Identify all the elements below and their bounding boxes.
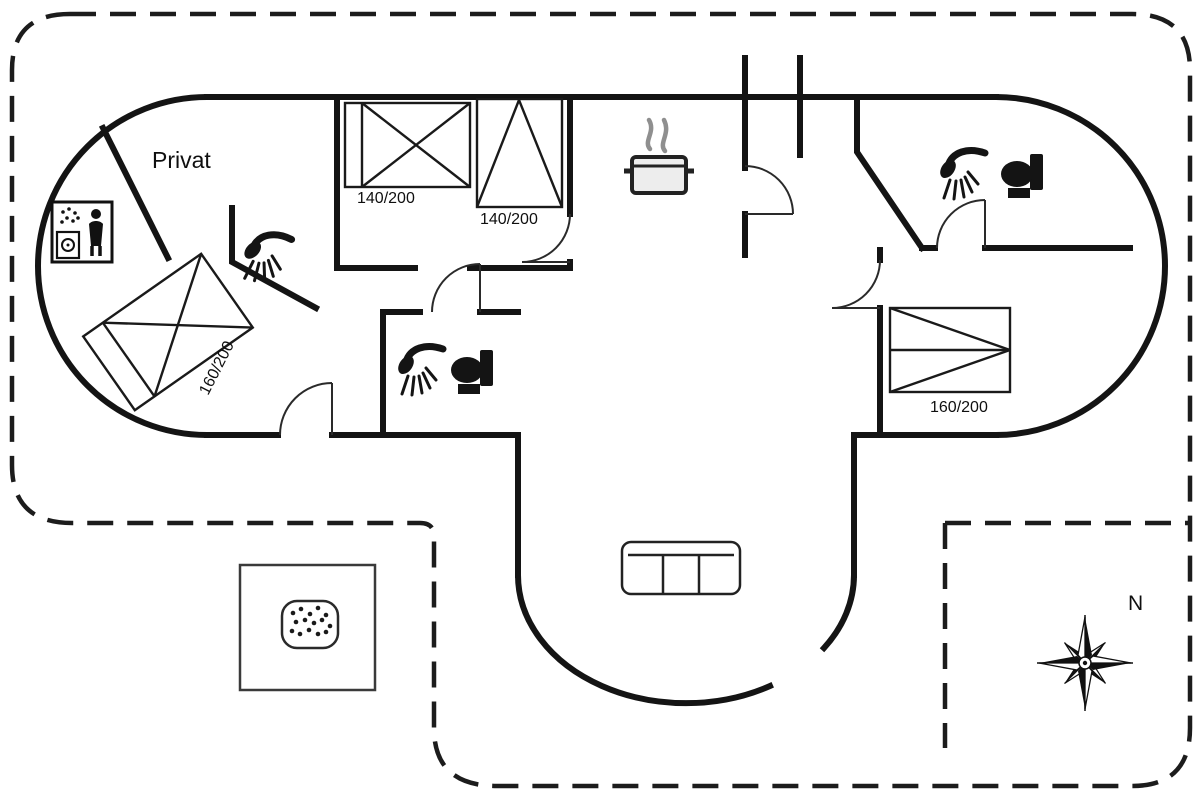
living-room-bay-arc-right	[819, 571, 858, 653]
living-room-bay-arc-left	[514, 571, 774, 707]
compass-north-label: N	[1128, 592, 1143, 615]
shower-icon	[395, 347, 443, 395]
bed-160x200-angled	[81, 252, 255, 412]
terrace-partition-dashed	[942, 520, 1188, 748]
steaming-pot-icon	[624, 117, 694, 195]
bed-size-label: 160/200	[930, 399, 988, 416]
sofa-icon	[620, 540, 742, 596]
shower-icon	[937, 151, 985, 199]
bed-140x200-vertical	[475, 97, 564, 209]
bathroom-right-walls	[854, 94, 1133, 253]
vestibule-stub-walls	[742, 55, 803, 100]
interior-walls	[98, 94, 1133, 438]
bed-size-label: 140/200	[480, 211, 538, 228]
corner-shower-walls	[229, 205, 321, 313]
bed-140x200-horizontal	[343, 101, 472, 189]
shower-icon	[238, 230, 292, 285]
vestibule-walls	[742, 94, 803, 258]
door-swings	[279, 165, 986, 436]
hot-tub-icon	[238, 563, 377, 692]
bed-size-label: 140/200	[357, 190, 415, 207]
bed-160x200-right	[888, 306, 1012, 394]
compass-rose-icon	[1037, 615, 1133, 711]
washing-machine-icon	[50, 200, 114, 264]
bathroom-middle-walls	[380, 309, 521, 438]
terrace-boundary	[9, 11, 1193, 789]
living-room-bay-walls	[515, 432, 857, 578]
room-label-private: Privat	[152, 147, 211, 173]
toilet-icon	[451, 350, 493, 394]
toilet-icon	[1001, 154, 1043, 198]
private-room-diagonal-wall	[98, 123, 173, 263]
bed-size-label: 160/200	[196, 338, 237, 397]
